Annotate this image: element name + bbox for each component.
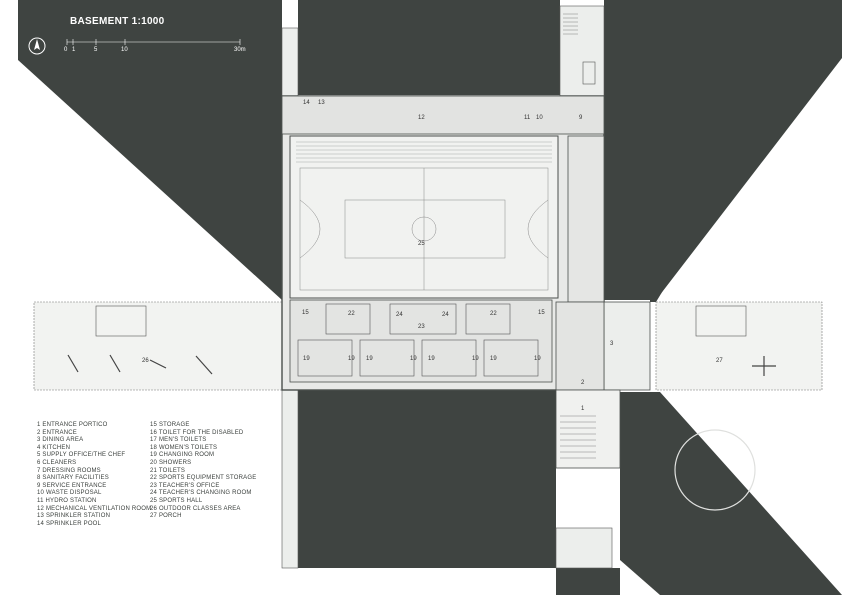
bleachers — [296, 141, 552, 163]
room-number: 19 — [472, 356, 479, 362]
scale-label: 10 — [121, 47, 128, 53]
legend-item: 11 HYDRO STATION — [37, 497, 97, 504]
legend-item: 7 DRESSING ROOMS — [37, 467, 101, 474]
legend-item: 24 TEACHER'S CHANGING ROOM — [150, 490, 252, 497]
changing-wing — [289, 299, 553, 383]
room-number: 13 — [318, 100, 325, 106]
room-number: 19 — [428, 356, 435, 362]
room-number: 24 — [442, 312, 449, 318]
legend-item: 2 ENTRANCE — [37, 429, 78, 436]
kitchen — [555, 301, 605, 391]
legend-item: 23 TEACHER'S OFFICE — [150, 482, 220, 489]
room-number: 24 — [396, 312, 403, 318]
scale-label: 5 — [94, 47, 98, 53]
room-number: 26 — [142, 358, 149, 364]
ground-mid-right — [650, 210, 712, 302]
legend-item: 16 TOILET FOR THE DISABLED — [150, 429, 244, 436]
scale-label: 0 — [64, 47, 68, 53]
legend-item: 26 OUTDOOR CLASSES AREA — [150, 505, 241, 512]
scale-label: 30m — [234, 47, 246, 53]
room-number: 25 — [418, 241, 425, 247]
porch-west — [33, 301, 283, 391]
legend-item: 25 SPORTS HALL — [150, 497, 203, 504]
entrance-stair — [560, 415, 596, 459]
ground-top-center — [298, 0, 560, 95]
north-arrow-needle-icon — [34, 39, 40, 50]
legend-item: 19 CHANGING ROOM — [150, 452, 215, 459]
stair-west — [95, 305, 147, 337]
room-number: 10 — [536, 115, 543, 121]
ground-bottom-center — [556, 568, 620, 595]
room-number: 19 — [366, 356, 373, 362]
mechanical-strip — [281, 95, 605, 135]
legend-item: 6 CLEANERS — [37, 459, 77, 466]
room-number: 19 — [303, 356, 310, 362]
legend-item: 14 SPRINKLER POOL — [37, 520, 102, 527]
ground-top-right — [604, 0, 842, 300]
court-markings — [299, 167, 549, 291]
room-number: 1 — [581, 406, 585, 412]
north-stair — [563, 13, 578, 35]
circular-court — [674, 429, 756, 511]
room-number: 22 — [490, 311, 497, 317]
legend-item: 27 PORCH — [150, 513, 182, 520]
room-number: 2 — [581, 380, 585, 386]
legend-item: 1 ENTRANCE PORTICO — [37, 422, 108, 428]
room-number: 14 — [303, 100, 310, 106]
plan-title: BASEMENT 1:1000 — [70, 16, 165, 27]
room-number: 15 — [302, 310, 309, 316]
ground-bottom-left — [298, 390, 556, 568]
service-wing — [567, 135, 605, 303]
legend-item: 22 SPORTS EQUIPMENT STORAGE — [150, 475, 257, 482]
stair-east — [695, 305, 747, 337]
room-number: 22 — [348, 311, 355, 317]
legend-item: 20 SHOWERS — [150, 459, 192, 466]
legend-left: 1 ENTRANCE PORTICO 2 ENTRANCE 3 DINING A… — [37, 422, 151, 528]
ground-top-left — [0, 0, 282, 300]
dining-area — [603, 301, 651, 391]
room-number: 11 — [524, 115, 531, 121]
legend-item: 18 WOMEN'S TOILETS — [150, 444, 218, 451]
room-number: 27 — [716, 358, 723, 364]
legend-item: 17 MEN'S TOILETS — [150, 437, 207, 444]
legend-item: 3 DINING AREA — [37, 437, 84, 444]
legend-item: 8 SANITARY FACILITIES — [37, 475, 109, 482]
legend-item: 9 SERVICE ENTRANCE — [37, 482, 107, 489]
room-number: 3 — [610, 341, 614, 347]
ground-bottom-right — [620, 392, 842, 595]
room-number: 19 — [490, 356, 497, 362]
legend-item: 4 KITCHEN — [37, 444, 71, 451]
legend-item: 15 STORAGE — [150, 422, 190, 428]
legend-right: 15 STORAGE 16 TOILET FOR THE DISABLED 17… — [150, 422, 256, 521]
room-number: 19 — [534, 356, 541, 362]
room-number: 23 — [418, 324, 425, 330]
legend-item: 21 TOILETS — [150, 467, 186, 474]
legend-item: 10 WASTE DISPOSAL — [37, 490, 102, 497]
entrance-portico — [555, 389, 621, 469]
room-numbers: 1 2 3 9 10 11 12 13 14 15 15 19 19 19 19… — [142, 100, 723, 412]
room-number: 15 — [538, 310, 545, 316]
north-arrow-icon — [28, 37, 46, 55]
porch-east — [655, 301, 823, 391]
scale-bar — [66, 39, 241, 45]
walkway-south — [555, 527, 613, 569]
room-number: 19 — [410, 356, 417, 362]
parked-car — [582, 61, 596, 85]
room-number: 12 — [418, 115, 425, 121]
walkway-north — [559, 5, 605, 97]
legend-item: 12 MECHANICAL VENTILATION ROOM — [37, 505, 152, 512]
room-number: 19 — [348, 356, 355, 362]
legend-item: 13 SPRINKLER STATION — [37, 513, 111, 520]
outdoor-seating — [67, 354, 776, 376]
room-number: 9 — [579, 115, 583, 121]
changing-rooms — [297, 303, 539, 377]
scale-label: 1 — [72, 47, 76, 53]
legend-item: 5 SUPPLY OFFICE/THE CHEF — [37, 452, 126, 459]
